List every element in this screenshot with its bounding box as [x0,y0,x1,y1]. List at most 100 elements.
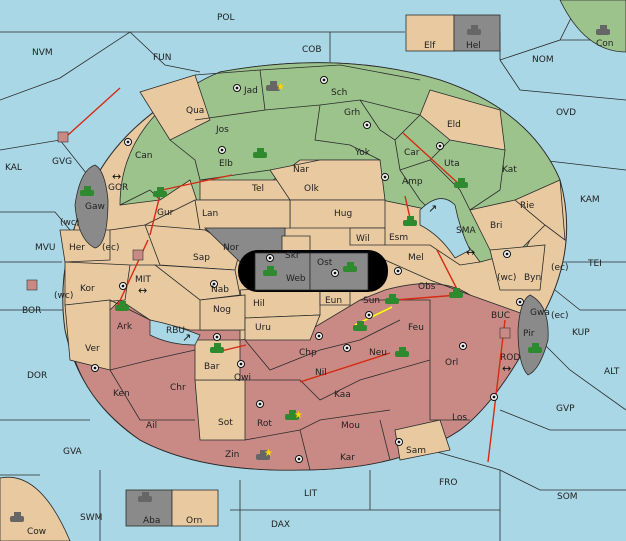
label-orl: Orl [445,358,458,368]
army-unit-gvg[interactable] [57,131,69,143]
label-nar: Nar [293,165,309,175]
star-icon: ★ [264,448,273,459]
label-kar: Kar [340,453,355,463]
army-unit-pir[interactable] [528,343,542,353]
territory-tel[interactable] [199,179,291,201]
army-unit-gur[interactable] [153,187,167,197]
order-arrow [161,174,233,191]
label-qwi: Qwi [234,373,251,383]
army-unit-uta[interactable] [454,178,468,188]
army-unit-sun[interactable] [385,294,399,304]
label-sch: Sch [331,88,347,98]
army-unit-con[interactable] [596,25,610,35]
army-unit-elb[interactable] [253,148,267,158]
label-fro: FRO [439,478,458,488]
label-hug: Hug [334,209,352,219]
territory-bri[interactable] [469,199,546,251]
label-sam: Sam [406,446,426,456]
label-pir: Pir [523,329,535,339]
territory-nab[interactable] [153,264,241,301]
army-unit-zin[interactable] [256,450,270,460]
label-ec-gwa: (ec) [551,311,569,321]
label-hil: Hil [253,299,265,309]
army-unit-web[interactable] [263,266,277,276]
army-unit-her[interactable] [132,249,144,261]
label-ec-byn: (ec) [551,263,569,273]
label-gva: GVA [63,447,83,457]
territory-lan[interactable] [194,199,291,231]
label-sun: Sun [363,296,380,306]
label-eun: Eun [325,296,342,306]
army-unit-jad[interactable] [266,81,280,91]
double-arrow-icon: ↔ [138,284,147,297]
territory-qua[interactable] [139,74,211,141]
label-bar: Bar [204,362,220,372]
territory-elf[interactable] [405,14,455,52]
label-mel: Mel [408,253,424,263]
territory-gaw[interactable] [74,164,109,249]
label-kup: KUP [572,328,590,338]
army-unit-neu[interactable] [395,347,409,357]
label-skr: Skr [285,251,300,261]
label-ark: Ark [117,322,133,332]
label-kal: KAL [5,163,22,173]
double-arrow-icon: ↗ [182,331,191,344]
label-nil: Nil [315,368,327,378]
territory-sam[interactable] [394,419,451,461]
army-unit-obs[interactable] [449,288,463,298]
order-arrow [404,195,411,219]
territory-pir[interactable] [517,294,549,376]
label-tei: TEI [587,259,602,269]
army-unit-hel[interactable] [467,25,481,35]
label-grh: Grh [344,108,360,118]
sea-rbu[interactable] [149,319,201,346]
army-unit-rod[interactable] [499,327,511,339]
army-unit-rot[interactable] [285,410,299,420]
label-swm: SWM [80,513,102,523]
label-her: Her [69,243,85,253]
army-unit-gaw[interactable] [80,186,94,196]
label-ver: Ver [85,344,100,354]
territory-byn[interactable] [489,244,546,291]
label-can: Can [135,151,153,161]
label-gvg: GVG [52,157,72,167]
territory-labels: POL NVM FUN COB NOM Con Elf Hel OVD KAL … [5,13,620,537]
order-arrow [436,249,461,296]
army-unit-feu[interactable] [353,321,367,331]
label-rot: Rot [257,419,272,429]
army-unit-aba[interactable] [138,492,152,502]
label-ost: Ost [317,258,333,268]
army-unit-ost[interactable] [343,262,357,272]
army-unit-bar[interactable] [210,343,224,353]
label-con: Con [596,39,614,49]
territory-eld[interactable] [419,89,506,151]
label-alt: ALT [604,367,620,377]
sea-sma[interactable] [419,198,471,259]
army-unit-cow[interactable] [10,512,24,522]
label-gvp: GVP [556,404,575,414]
label-pol: POL [217,13,235,23]
territory-rie[interactable] [514,179,566,241]
label-jad: Jad [243,86,258,96]
label-nab: Nab [211,285,229,295]
label-olk: Olk [304,184,320,194]
label-mvu: MVU [35,243,56,253]
army-unit-ark[interactable] [115,301,129,311]
army-unit-bor[interactable] [26,279,38,291]
army-unit-esm[interactable] [403,216,417,226]
territory-orn[interactable] [171,489,219,527]
label-dor: DOR [27,371,47,381]
label-gor: GOR [108,183,128,193]
order-arrow [402,132,461,186]
territory-sot[interactable] [194,379,246,441]
label-ken: Ken [113,389,130,399]
territory-uru[interactable] [244,314,321,341]
territory-kor[interactable] [64,261,131,306]
label-web: Web [286,274,306,284]
label-aba: Aba [143,516,160,526]
double-arrow-icon: ↔ [466,246,475,259]
territory-ver[interactable] [64,299,111,371]
label-wc-kor: (wc) [54,291,73,301]
